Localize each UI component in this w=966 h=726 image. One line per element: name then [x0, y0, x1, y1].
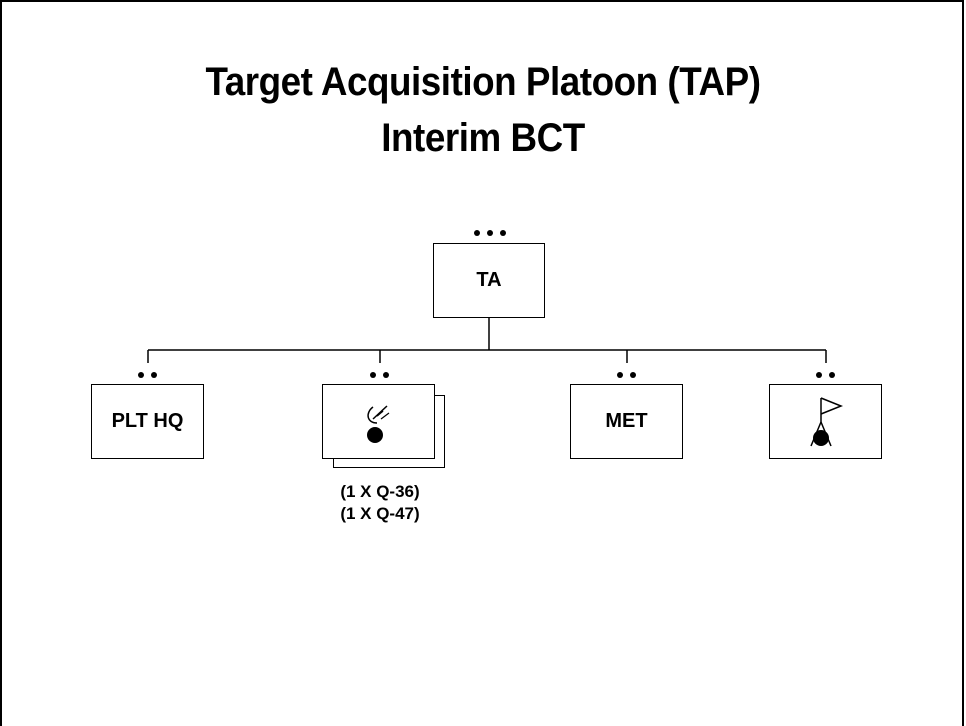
echelon-dot — [630, 372, 636, 378]
unit-label-plt-hq: PLT HQ — [111, 410, 184, 432]
unit-label-ta: TA — [476, 269, 502, 291]
diagram-title-line-1: Target Acquisition Platoon (TAP) — [205, 60, 761, 104]
echelon-section-marker — [138, 372, 160, 380]
echelon-dot — [829, 372, 835, 378]
echelon-dot — [370, 372, 376, 378]
echelon-dot — [816, 372, 822, 378]
radar-icon — [366, 404, 389, 443]
unit-box-met: MET — [570, 384, 683, 459]
radar-caption-q36: (1 X Q-36) — [340, 482, 420, 501]
echelon-dot — [383, 372, 389, 378]
echelon-dot — [138, 372, 144, 378]
unit-box-plt-hq: PLT HQ — [91, 384, 204, 459]
unit-label-met: MET — [605, 410, 648, 432]
echelon-dot — [617, 372, 623, 378]
echelon-section-marker — [816, 372, 838, 380]
echelon-platoon-marker — [474, 230, 510, 238]
echelon-dot — [500, 230, 506, 236]
echelon-section-marker — [370, 372, 392, 380]
radar-caption-q47: (1 X Q-47) — [340, 504, 420, 523]
survey-flag-icon — [809, 396, 843, 446]
echelon-dot — [487, 230, 493, 236]
unit-box-radar — [322, 384, 435, 459]
echelon-dot — [474, 230, 480, 236]
echelon-section-marker — [617, 372, 639, 380]
echelon-dot — [151, 372, 157, 378]
unit-box-ta: TA — [433, 243, 545, 318]
diagram-title-line-2: Interim BCT — [381, 116, 585, 160]
unit-box-survey — [769, 384, 882, 459]
